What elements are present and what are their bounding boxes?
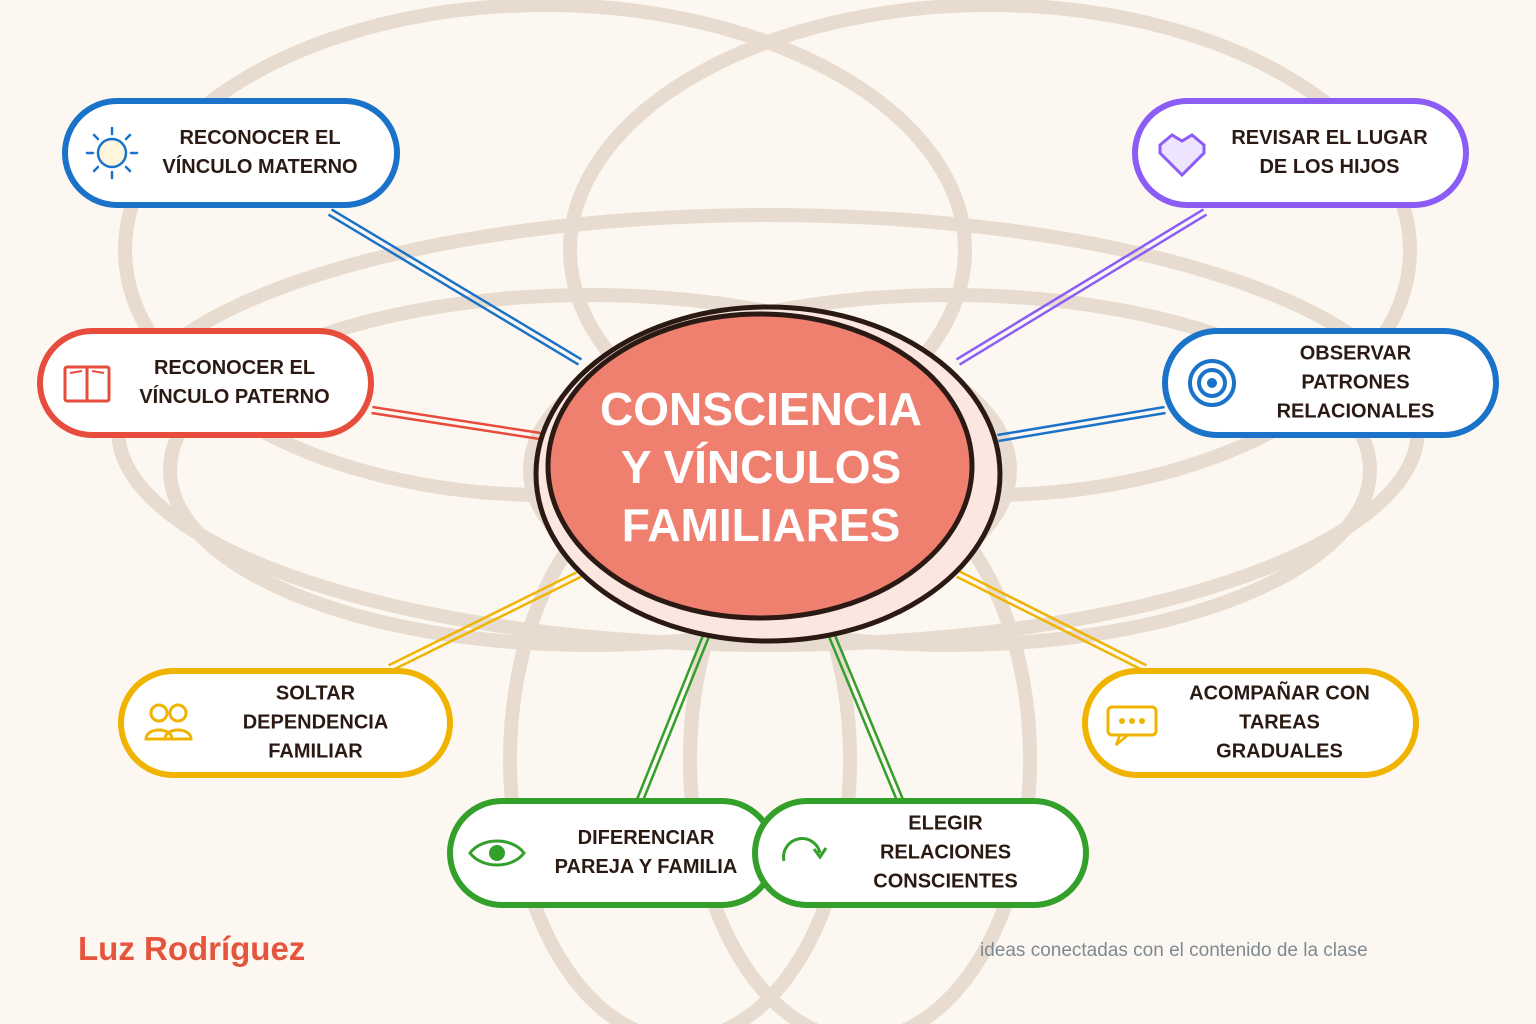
- connector-lugar-hijos: [955, 208, 1205, 361]
- connector-soltar-dependencia: [388, 570, 580, 667]
- connector-vinculo-materno: [330, 208, 583, 361]
- node-diferenciar-pareja-familia[interactable]: DIFERENCIAR PAREJA Y FAMILIA: [447, 798, 777, 908]
- node-reconocer-vinculo-paterno[interactable]: RECONOCER EL VÍNCULO PATERNO: [37, 328, 374, 438]
- center-topic-shape: [533, 304, 1003, 644]
- connector-diferenciar-pareja: [641, 636, 710, 802]
- connector-elegir-relaciones: [833, 634, 904, 800]
- center-topic: CONSCIENCIA Y VÍNCULOS FAMILIARES: [599, 383, 923, 551]
- sun-icon: [85, 126, 139, 180]
- connector-elegir-relaciones: [828, 636, 899, 802]
- node-label: ELEGIR RELACIONES CONSCIENTES: [873, 812, 1018, 893]
- node-label: OBSERVAR PATRONES RELACIONALES: [1276, 342, 1435, 423]
- connector-vinculo-paterno: [372, 405, 541, 435]
- connector-lugar-hijos: [958, 213, 1208, 366]
- node-label: SOLTAR DEPENDENCIA FAMILIAR: [242, 682, 389, 763]
- node-label: RECONOCER EL VÍNCULO PATERNO: [139, 357, 330, 408]
- node-acompanar-tareas-graduales[interactable]: ACOMPAÑAR CON TAREAS GRADUALES: [1082, 668, 1419, 778]
- node-label: RECONOCER EL VÍNCULO MATERNO: [162, 127, 358, 178]
- connector-observar-patrones: [997, 405, 1165, 437]
- node-label: DIFERENCIAR PAREJA Y FAMILIA: [554, 827, 738, 878]
- node-observar-patrones-relacionales[interactable]: OBSERVAR PATRONES RELACIONALES: [1162, 328, 1499, 438]
- connector-acompanar-tareas: [958, 570, 1147, 667]
- author-name: Luz Rodríguez: [78, 930, 306, 967]
- node-label: REVISAR EL LUGAR DE LOS HIJOS: [1231, 127, 1428, 178]
- connector-acompanar-tareas: [956, 575, 1145, 672]
- connector-soltar-dependencia: [390, 575, 582, 672]
- caption-text: ideas conectadas con el contenido de la …: [980, 940, 1368, 961]
- connector-diferenciar-pareja: [636, 634, 705, 800]
- target-icon: [1188, 359, 1236, 407]
- connector-vinculo-paterno: [371, 411, 540, 441]
- node-revisar-lugar-hijos[interactable]: REVISAR EL LUGAR DE LOS HIJOS: [1132, 98, 1469, 208]
- eye-icon: [468, 839, 526, 867]
- connector-vinculo-materno: [327, 213, 580, 366]
- node-soltar-dependencia-familiar[interactable]: SOLTAR DEPENDENCIA FAMILIAR: [118, 668, 453, 778]
- node-reconocer-vinculo-materno[interactable]: RECONOCER EL VÍNCULO MATERNO: [62, 98, 400, 208]
- node-label: ACOMPAÑAR CON TAREAS GRADUALES: [1189, 682, 1370, 763]
- chat-icon: [1106, 705, 1158, 746]
- people-icon: [144, 703, 193, 741]
- connector-observar-patrones: [998, 411, 1166, 443]
- book-icon: [63, 365, 111, 403]
- node-elegir-relaciones-conscientes[interactable]: ELEGIR RELACIONES CONSCIENTES: [752, 798, 1089, 908]
- heart-icon: [1158, 133, 1206, 178]
- refresh-icon: [782, 837, 828, 862]
- connector-lines: [327, 208, 1208, 802]
